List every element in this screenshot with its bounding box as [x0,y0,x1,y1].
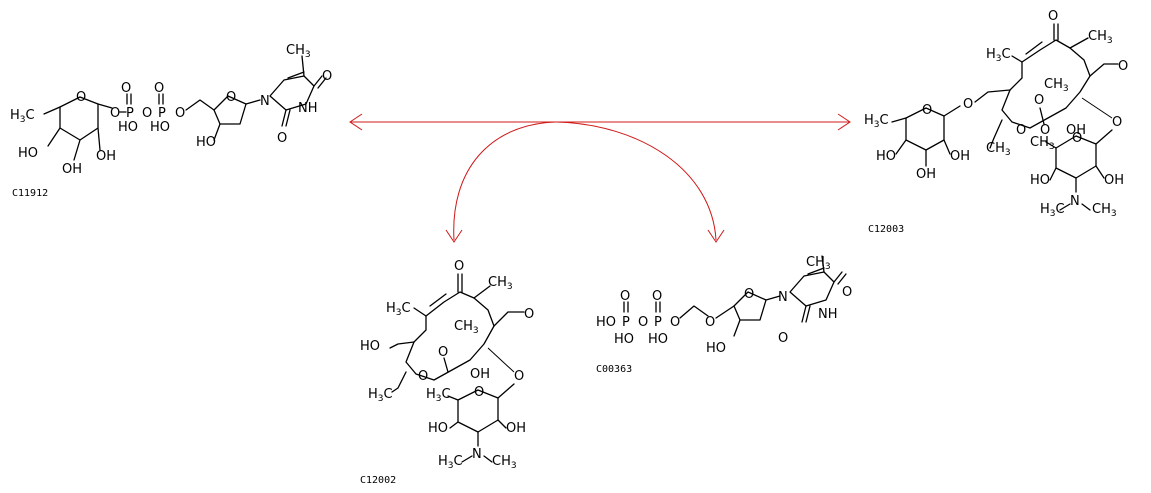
svg-text:H3C: H3C [986,47,1011,64]
svg-text:O: O [1016,123,1026,138]
svg-text:OH: OH [506,421,526,436]
svg-text:CH3: CH3 [1030,135,1055,152]
svg-text:CH3: CH3 [806,255,831,272]
svg-text:HO: HO [648,332,668,347]
svg-text:OH: OH [470,367,490,382]
svg-text:P: P [126,106,134,121]
svg-text:OH: OH [950,149,970,164]
svg-text:HO: HO [150,120,170,135]
svg-text:NH: NH [298,101,318,116]
svg-text:HO: HO [428,421,448,436]
svg-text:CH3: CH3 [286,43,311,60]
svg-text:O: O [638,315,648,330]
svg-text:O: O [154,81,164,96]
svg-text:O: O [514,369,524,384]
svg-text:HO: HO [1030,173,1050,188]
svg-text:O: O [524,307,534,322]
svg-text:O: O [1034,93,1044,108]
svg-text:O: O [277,131,287,146]
svg-text:N: N [472,447,482,462]
svg-text:N: N [778,290,788,305]
svg-text:N: N [260,94,270,109]
svg-text:O: O [1048,9,1058,24]
svg-text:CH3: CH3 [1088,29,1113,46]
svg-text:H3C: H3C [368,387,393,404]
svg-text:O: O [76,90,86,105]
svg-text:H3C: H3C [426,387,451,404]
svg-text:CH3: CH3 [986,141,1011,158]
svg-text:CH3: CH3 [1092,202,1117,219]
compound-c11912-structure: O H3C HO OH OH O P O HO O P O HO O O HO … [10,43,332,177]
svg-text:O: O [1118,59,1128,74]
compound-c12002-structure: O CH3 H3C O HO O O CH3 OH H3C O O H3C HO… [360,259,534,471]
svg-text:H3C: H3C [10,108,35,125]
svg-text:O: O [1040,123,1050,138]
svg-text:NH: NH [818,307,838,322]
svg-text:OH: OH [1104,173,1124,188]
compound-id-c12003: C12003 [868,224,904,235]
svg-text:CH3: CH3 [454,319,479,336]
svg-text:O: O [778,331,788,346]
svg-text:O: O [705,315,715,330]
svg-text:O: O [142,106,152,121]
svg-text:OH: OH [62,162,82,177]
svg-text:O: O [438,345,448,360]
svg-text:HO: HO [596,315,616,330]
svg-text:O: O [744,287,754,302]
svg-text:HO: HO [196,135,216,150]
svg-text:HO: HO [18,146,38,161]
svg-text:O: O [842,285,852,300]
svg-text:O: O [110,106,120,121]
svg-text:HO: HO [360,339,380,354]
svg-text:P: P [622,315,630,330]
svg-text:O: O [322,69,332,84]
svg-text:H3C: H3C [1040,202,1065,219]
svg-text:CH3: CH3 [492,454,517,471]
svg-text:P: P [158,106,166,121]
svg-text:OH: OH [96,149,116,164]
reaction-arrows [349,113,851,243]
svg-text:O: O [620,289,630,304]
compound-id-c00363: C00363 [596,364,632,375]
svg-text:H3C: H3C [438,454,463,471]
svg-text:HO: HO [706,341,726,356]
svg-text:OH: OH [1066,123,1086,138]
svg-text:O: O [175,106,185,121]
arrowhead-left [349,113,363,131]
curved-arrowhead-left [445,229,463,243]
curved-arrowhead-right [707,229,725,243]
svg-text:O: O [226,90,236,105]
svg-text:O: O [418,369,428,384]
svg-text:CH3: CH3 [488,275,513,292]
arrowhead-right [837,113,851,131]
svg-text:O: O [1072,131,1082,146]
svg-text:CH3: CH3 [1044,77,1069,94]
svg-text:O: O [454,259,464,274]
svg-text:O: O [670,315,680,330]
compound-id-c12002: C12002 [360,475,396,486]
curved-arrow-right [555,121,717,241]
svg-text:N: N [1070,194,1080,209]
compound-id-c11912: C11912 [12,188,48,199]
svg-text:HO: HO [876,149,896,164]
svg-text:HO: HO [614,332,634,347]
svg-text:H3C: H3C [386,301,411,318]
svg-text:OH: OH [916,167,936,182]
svg-text:O: O [1112,115,1122,130]
svg-text:O: O [474,385,484,400]
compound-c12003-structure: O CH3 H3C O O O O O CH3 CH3 OH O O H3C H… [864,9,1128,219]
svg-text:O: O [121,81,131,96]
curved-arrow-left [453,121,557,241]
svg-text:O: O [652,289,662,304]
svg-text:H3C: H3C [864,113,889,130]
compound-c00363-structure: HO P O HO O P O HO O O O HO N CH3 O NH O [596,255,852,356]
svg-text:HO: HO [118,120,138,135]
svg-text:O: O [963,97,973,112]
svg-text:O: O [922,103,932,118]
svg-text:P: P [654,315,662,330]
